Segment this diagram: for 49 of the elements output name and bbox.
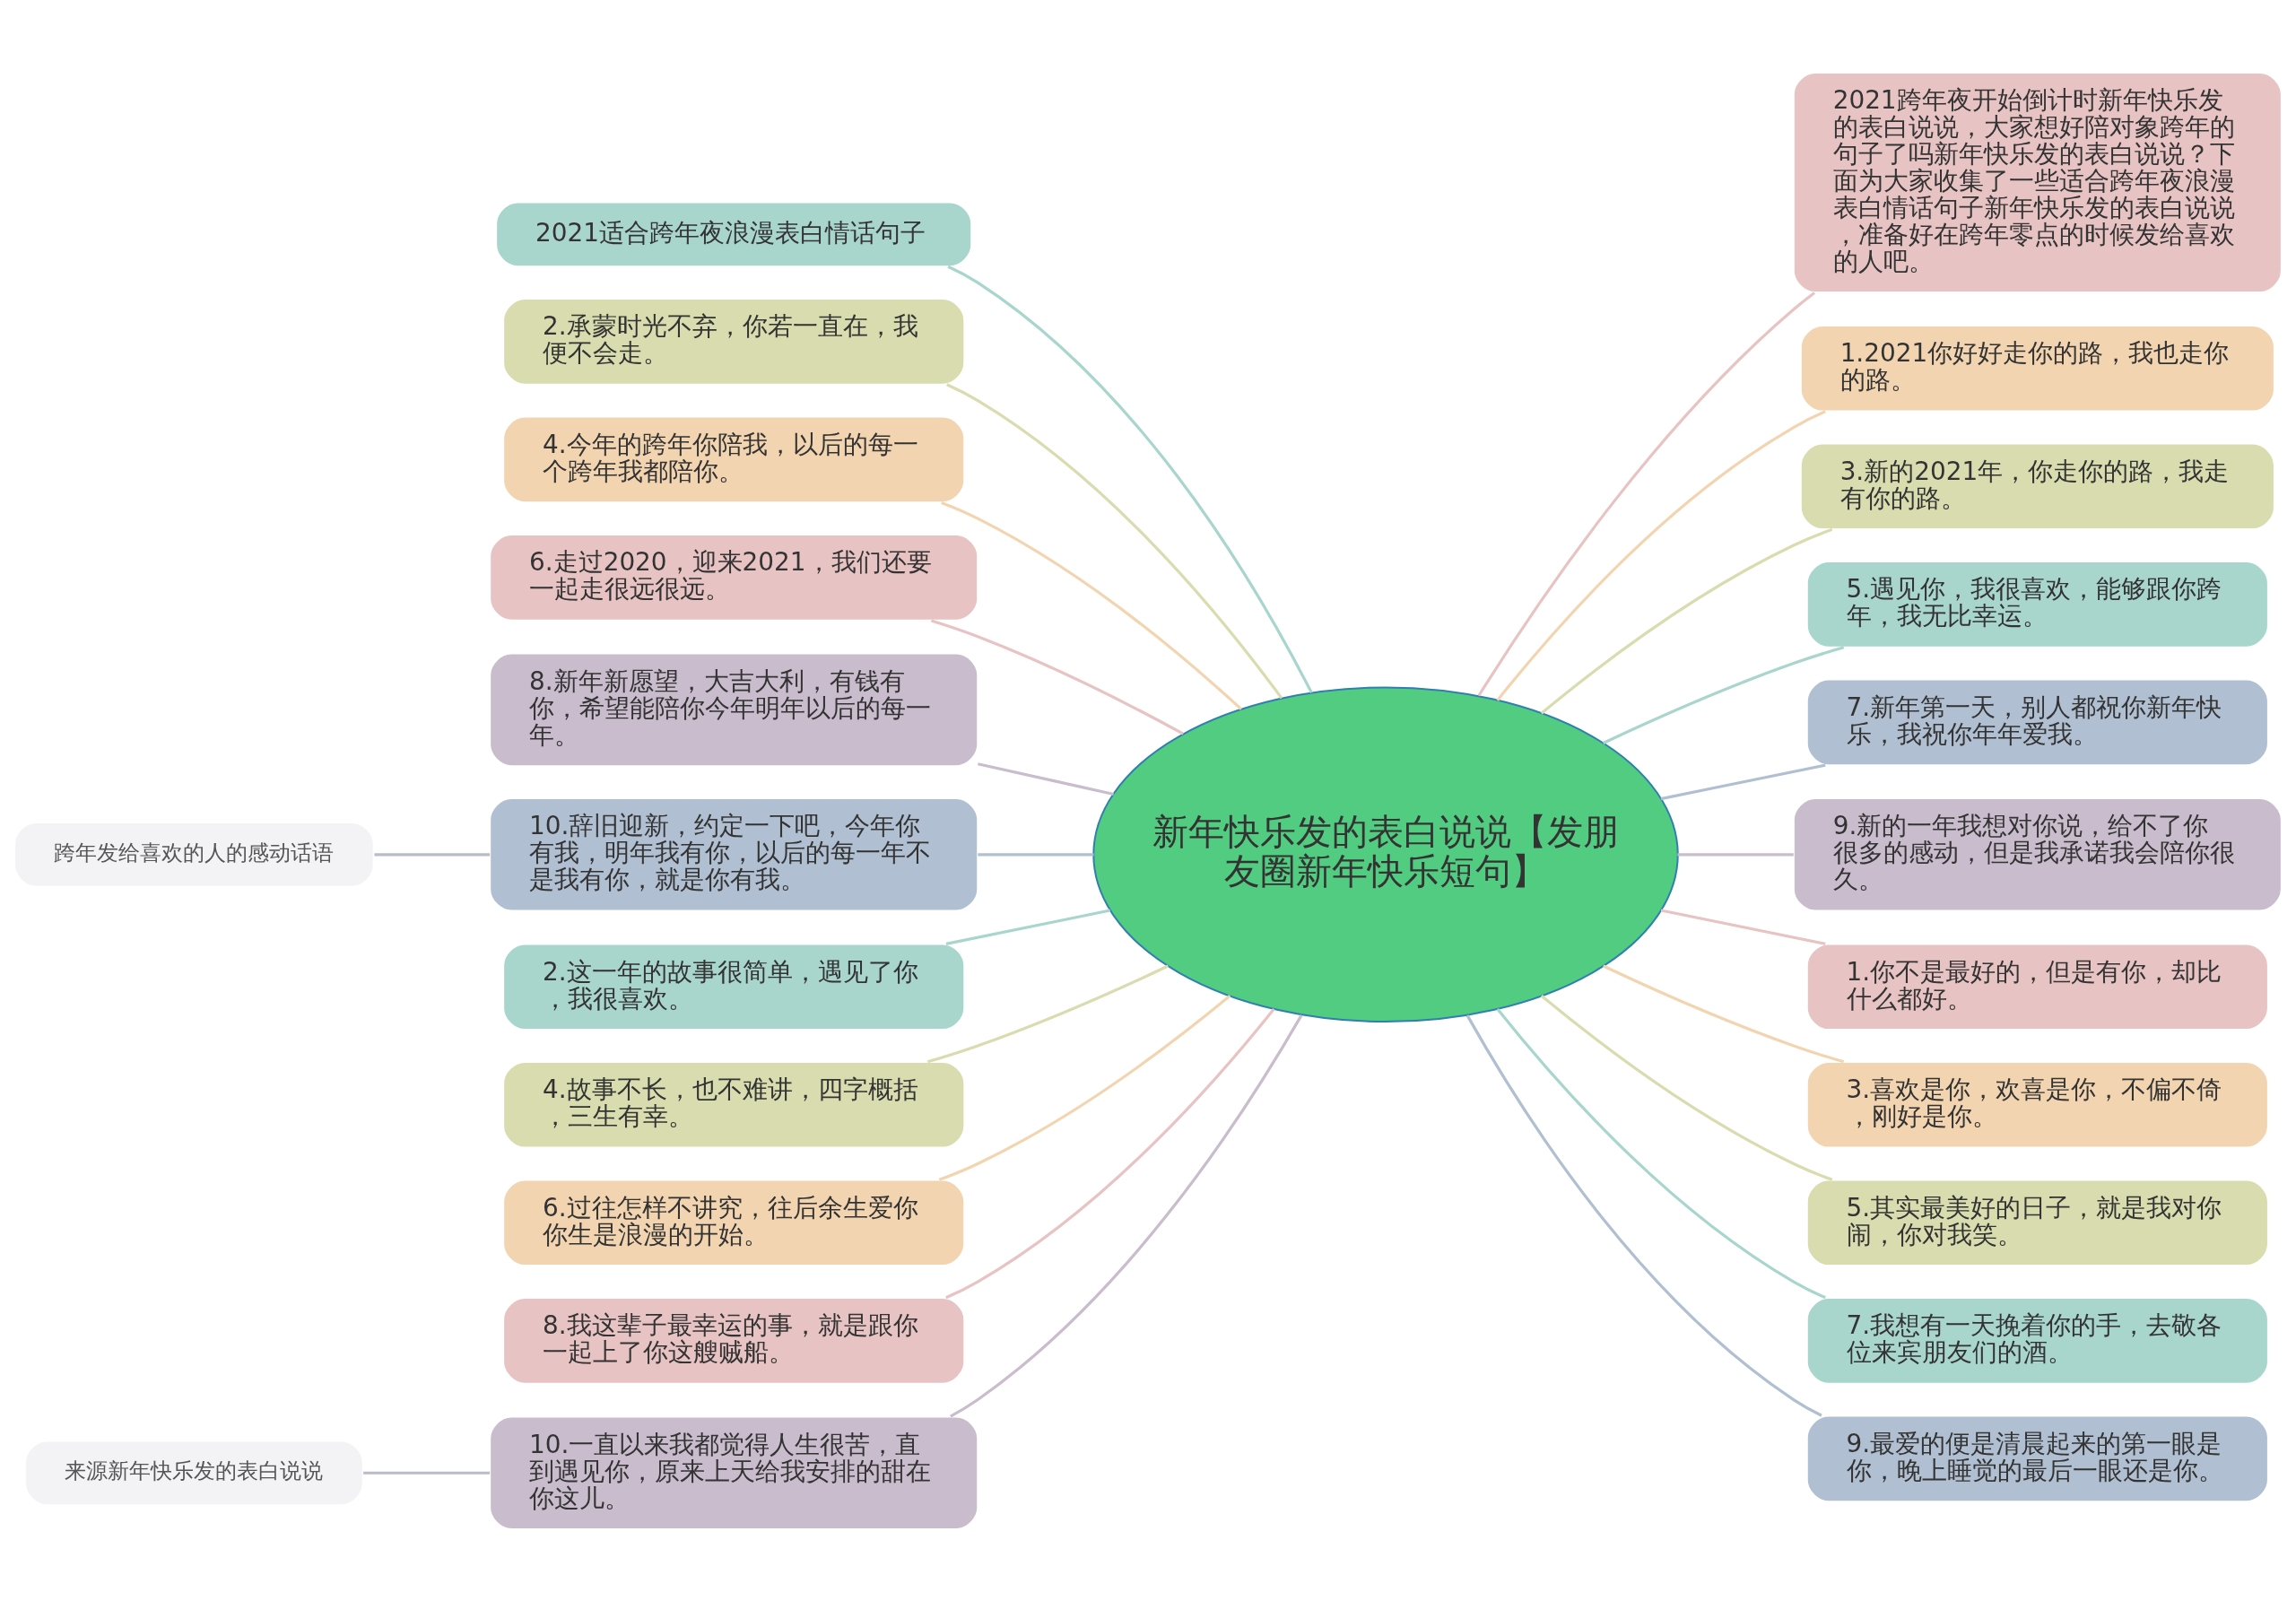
- node-box: 3.喜欢是你，欢喜是你，不偏不倚，刚好是你。: [1805, 1060, 2269, 1149]
- node-box: 5.遇见你，我很喜欢，能够跟你跨年，我无比幸运。: [1805, 560, 2269, 648]
- connector: [950, 1014, 1303, 1418]
- node-box: 2.承蒙时光不弃，你若一直在，我便不会走。: [502, 297, 966, 386]
- node-box: 2021适合跨年夜浪漫表白情话句子: [495, 200, 973, 267]
- node-box: 跨年发给喜欢的人的感动话语: [13, 821, 375, 888]
- node-box: 6.过往怎样不讲究，往后余生爱你你生是浪漫的开始。: [502, 1178, 966, 1266]
- node-box: 10.一直以来我都觉得人生很苦，直到遇见你，原来上天给我安排的甜在你这儿。: [489, 1415, 979, 1530]
- connector: [374, 852, 491, 856]
- connector: [946, 382, 1283, 699]
- connector: [1602, 645, 1845, 744]
- connector: [1540, 527, 1833, 714]
- connector: [926, 964, 1170, 1063]
- node-box: 1.你不是最好的，但是有你，却比什么都好。: [1805, 942, 2269, 1031]
- connector: [978, 852, 1094, 856]
- connector: [941, 500, 1243, 710]
- node-ellipse: 新年快乐发的表白说说【发朋友圈新年快乐短句】: [1092, 685, 1679, 1022]
- node-box: 5.其实最美好的日子，就是我对你闹，你对我笑。: [1805, 1178, 2269, 1266]
- connector: [938, 994, 1231, 1181]
- node-box: 2.这一年的故事很简单，遇见了你，我很喜欢。: [502, 942, 966, 1031]
- connector: [945, 1007, 1275, 1299]
- node-box: 10.辞旧迎新，约定一下吧，今年你有我，明年我有你，以后的每一年不是我有你，就是你有我。: [489, 796, 979, 912]
- connector: [930, 618, 1184, 735]
- connector: [1677, 852, 1794, 856]
- connector: [1477, 291, 1816, 696]
- connector: [1660, 908, 1826, 945]
- node-box: 8.新年新愿望，大吉大利，有钱有你，希望能陪你今年明年以后的每一年。: [489, 652, 979, 767]
- connector: [1465, 1014, 1822, 1417]
- node-box: 8.我这辈子最幸运的事，就是跟你一起上了你这艘贼船。: [502, 1296, 966, 1385]
- node-box: 9.最爱的便是清晨起来的第一眼是你，晚上睡觉的最后一眼还是你。: [1805, 1414, 2269, 1502]
- node-box: 2021跨年夜开始倒计时新年快乐发的表白说说，大家想好陪对象跨年的句子了吗新年快乐发的表白说说？下面为大家收集了一些适合跨年夜浪漫表白情话句子新年快乐发的表白说说，准备好在跨年零点的时候发给喜欢的人吧。: [1792, 71, 2283, 293]
- node-box: 3.新的2021年，你走你的路，我走有你的路。: [1799, 441, 2275, 530]
- connector: [1540, 994, 1833, 1181]
- node-box: 1.2021你好好走你的路，我也走你的路。: [1799, 324, 2275, 413]
- connector: [1496, 409, 1826, 701]
- connector: [945, 909, 1111, 945]
- connector: [1496, 1007, 1826, 1299]
- connector: [947, 265, 1313, 693]
- node-box: 4.故事不长，也不难讲，四字概括，三生有幸。: [502, 1060, 966, 1149]
- node-box: 6.走过2020，迎来2021，我们还要一起走很远很远。: [489, 533, 979, 622]
- node-box: 7.新年第一天，别人都祝你新年快乐，我祝你年年爱我。: [1805, 678, 2269, 766]
- connector: [363, 1471, 491, 1475]
- connector: [978, 761, 1114, 796]
- node-box: 9.新的一年我想对你说，给不了你很多的感动，但是我承诺我会陪你很久。: [1792, 796, 2283, 912]
- connector: [1602, 964, 1845, 1063]
- connector: [1660, 763, 1826, 800]
- node-box: 4.今年的跨年你陪我，以后的每一个跨年我都陪你。: [502, 415, 966, 503]
- node-box: 来源新年快乐发的表白说说: [24, 1439, 364, 1506]
- node-box: 7.我想有一天挽着你的手，去敬各位来宾朋友们的酒。: [1805, 1296, 2269, 1385]
